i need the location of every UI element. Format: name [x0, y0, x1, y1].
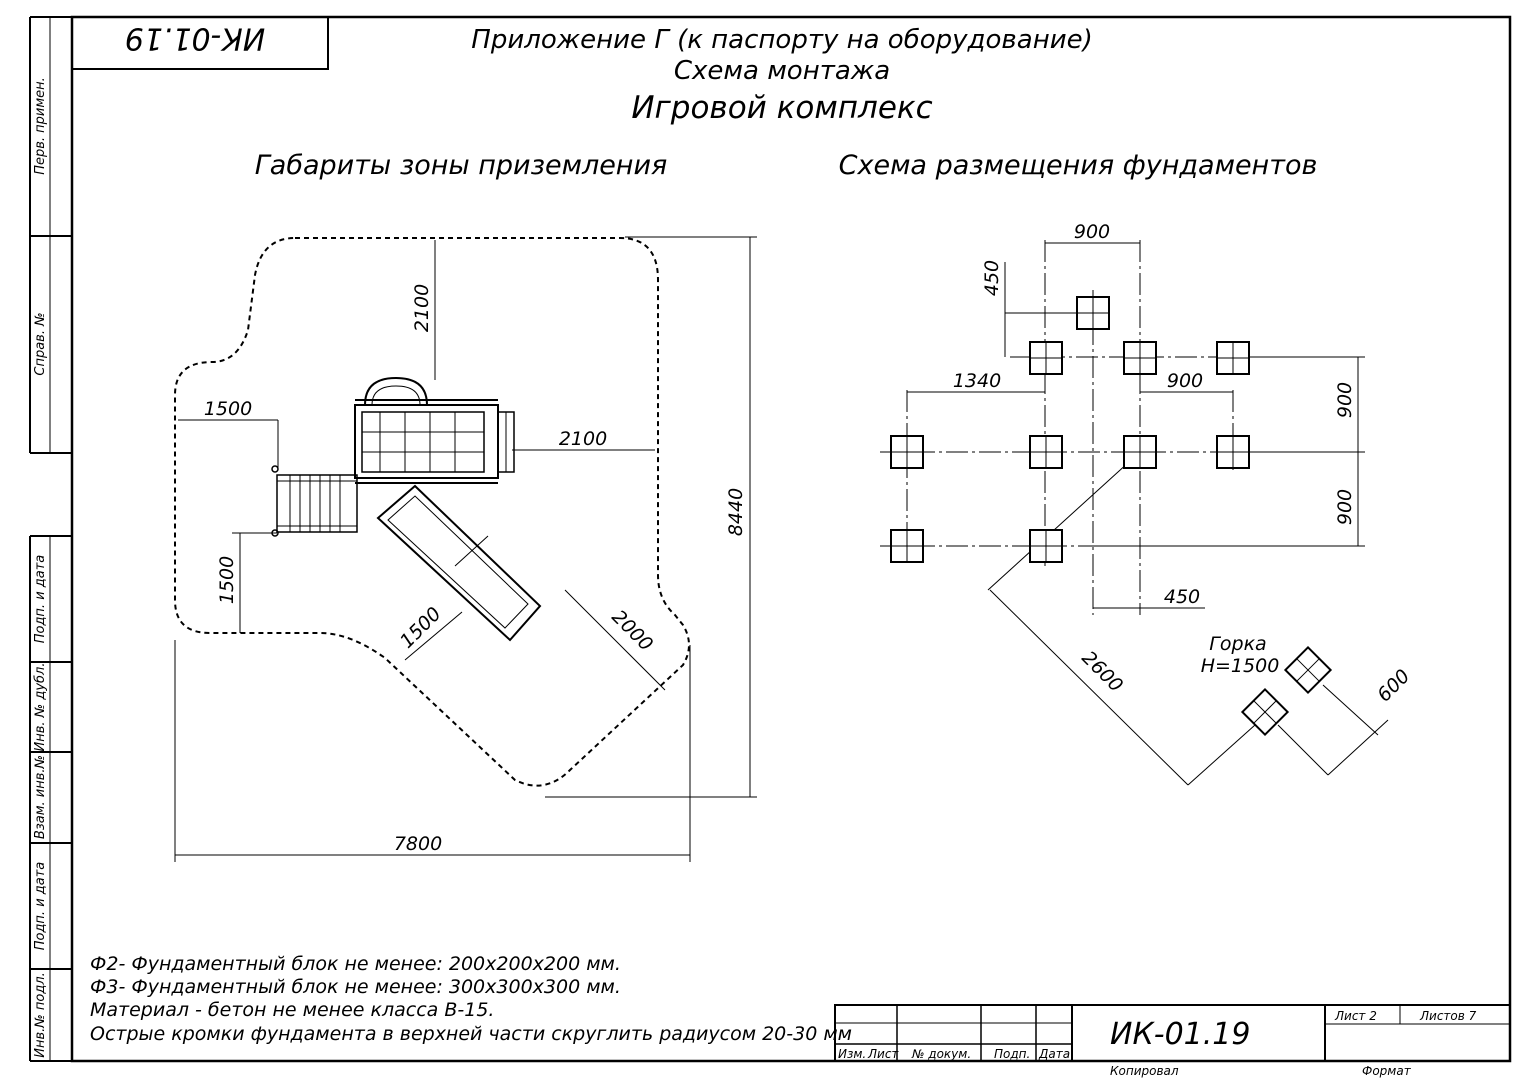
stamp-format: Формат	[1362, 1064, 1412, 1078]
title-block: Изм. Лист № докум. Подп. Дата ИК-01.19 Л…	[834, 1004, 1511, 1078]
code-box	[71, 16, 329, 70]
dim-7800: 7800	[394, 833, 442, 855]
stamp-sheet: Лист 2	[1334, 1009, 1377, 1023]
slide-height: H=1500	[1201, 655, 1280, 677]
note-line: Ф3- Фундаментный блок не менее: 300х300х…	[90, 976, 621, 998]
foundation-block	[1029, 529, 1063, 563]
dim-450-bottom: 450	[1164, 586, 1200, 608]
note-line: Острые кромки фундамента в верхней части…	[90, 1023, 852, 1045]
doc-object: Игровой комплекс	[631, 90, 932, 126]
slide-label: Горка	[1209, 633, 1266, 655]
dim-2600: 2600	[1077, 647, 1127, 697]
dim-2100-right: 2100	[559, 428, 607, 450]
right-heading: Схема размещения фундаментов	[839, 150, 1318, 181]
side-label-inv-dubl: Инв. № дубл.	[33, 663, 48, 752]
foundation-block	[1216, 341, 1250, 375]
dim-900-right-upper: 900	[1334, 382, 1356, 418]
dim-1500-vertical: 1500	[216, 556, 238, 604]
stamp-col-data: Дата	[1038, 1047, 1070, 1061]
stamp-col-docum: № докум.	[911, 1047, 971, 1061]
stamp-col-list: Лист	[867, 1047, 899, 1061]
dim-600: 600	[1373, 665, 1414, 706]
dim-900-right-lower: 900	[1334, 489, 1356, 525]
doc-subtitle: Схема монтажа	[674, 56, 890, 86]
foundation-block	[1123, 341, 1157, 375]
foundation-block	[1123, 435, 1157, 469]
stamp-sheets: Листов 7	[1419, 1009, 1477, 1023]
dim-2100-top: 2100	[411, 284, 433, 332]
outer-frame	[70, 15, 1512, 1063]
dim-1500-left: 1500	[204, 398, 252, 420]
dim-8440: 8440	[725, 488, 747, 536]
right-dimensions: 900 450 1340 900 900 900 450 2600	[907, 221, 1414, 786]
side-strip: Перв. примен. Справ. № Подп. и дата Инв.…	[29, 16, 72, 1062]
stamp-col-izm: Изм.	[838, 1047, 866, 1061]
foundation-block	[890, 435, 924, 469]
dim-2000-diagonal: 2000	[607, 606, 657, 656]
left-dimensions: 2100 1500 2100 1500 1500 2000 8440	[174, 236, 757, 862]
landing-zone-drawing: 2100 1500 2100 1500 1500 2000 8440	[174, 236, 757, 862]
side-label-inv-podl: Инв.№ подл.	[33, 972, 48, 1058]
doc-title: Приложение Г (к паспорту на оборудование…	[471, 25, 1092, 55]
side-label-perv: Перв. примен.	[33, 77, 48, 175]
dim-450-vertical: 450	[981, 260, 1003, 296]
landing-zone-outline	[174, 237, 690, 787]
stamp-col-podp: Подп.	[994, 1047, 1030, 1061]
slide-foundation-block	[1240, 687, 1290, 737]
play-complex	[271, 376, 542, 642]
foundation-block	[1076, 296, 1110, 330]
foundation-block	[890, 529, 924, 563]
side-label-vzam: Взам. инв.№	[33, 755, 48, 839]
foundation-block	[1029, 435, 1063, 469]
dim-1500-diagonal: 1500	[396, 603, 446, 653]
note-line: Материал - бетон не менее класса В-15.	[90, 999, 494, 1021]
foundation-block	[1029, 341, 1063, 375]
dim-1340: 1340	[953, 370, 1001, 392]
side-label-podp2: Подп. и дата	[33, 862, 48, 951]
code-box-text: ИК-01.19	[125, 21, 265, 56]
note-line: Ф2- Фундаментный блок не менее: 200х200х…	[90, 953, 621, 975]
side-label-sprav: Справ. №	[33, 312, 48, 375]
stamp-copied: Копировал	[1110, 1064, 1179, 1078]
foundation-block	[1216, 435, 1250, 469]
stamp-code: ИК-01.19	[1110, 1017, 1250, 1052]
notes: Ф2- Фундаментный блок не менее: 200х200х…	[90, 953, 852, 1045]
side-label-podp1: Подп. и дата	[33, 555, 48, 644]
slide-foundation-block	[1283, 645, 1333, 695]
dim-900-top: 900	[1074, 221, 1110, 243]
foundation-blocks	[890, 296, 1333, 737]
foundation-drawing: 900 450 1340 900 900 900 450 2600	[880, 221, 1414, 786]
dim-900-middle: 900	[1167, 370, 1203, 392]
left-heading: Габариты зоны приземления	[255, 150, 668, 181]
